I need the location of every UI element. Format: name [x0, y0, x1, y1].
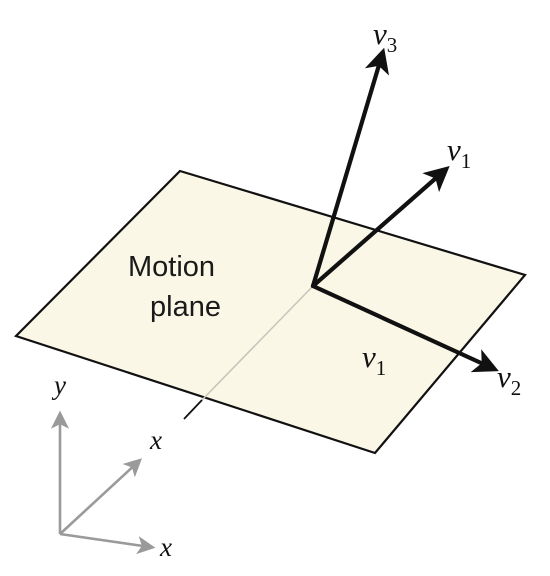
vector-v3-label: v3: [373, 16, 397, 57]
x-axis-line-below-plane: [183, 399, 203, 420]
vector-v2-label: v2: [497, 359, 521, 400]
vector-v1-upper-arrow: [310, 166, 450, 289]
x-axis-label: x: [159, 532, 172, 562]
vector-v1-upper-subscript: 1: [461, 149, 472, 173]
vector-v2-subscript: 2: [511, 376, 522, 400]
vector-v1-plane-subscript: 1: [376, 356, 387, 380]
vector-v3-arrow: [310, 47, 390, 289]
y-axis-label: y: [51, 370, 66, 400]
x-on-line-label: x: [149, 425, 162, 455]
vector-v1-upper-label: v1: [447, 132, 471, 173]
vector-v2-symbol: v: [497, 359, 511, 394]
vector-v3-symbol: v: [373, 16, 387, 51]
plane-center-line: [201, 285, 314, 401]
vector-v3-subscript: 3: [387, 33, 398, 57]
gray-z-axis: [59, 458, 143, 535]
vector-v1-plane-symbol: v: [362, 339, 376, 374]
vector-v1-plane-label: v1: [362, 339, 386, 380]
vector-v1-upper-symbol: v: [447, 132, 461, 167]
plane-label-line2: plane: [150, 291, 221, 323]
motion-plane: [13, 169, 527, 455]
plane-label-line1: Motion: [128, 251, 215, 283]
gray-x-axis: [59, 532, 156, 555]
vector-v2-arrow: [310, 283, 499, 373]
